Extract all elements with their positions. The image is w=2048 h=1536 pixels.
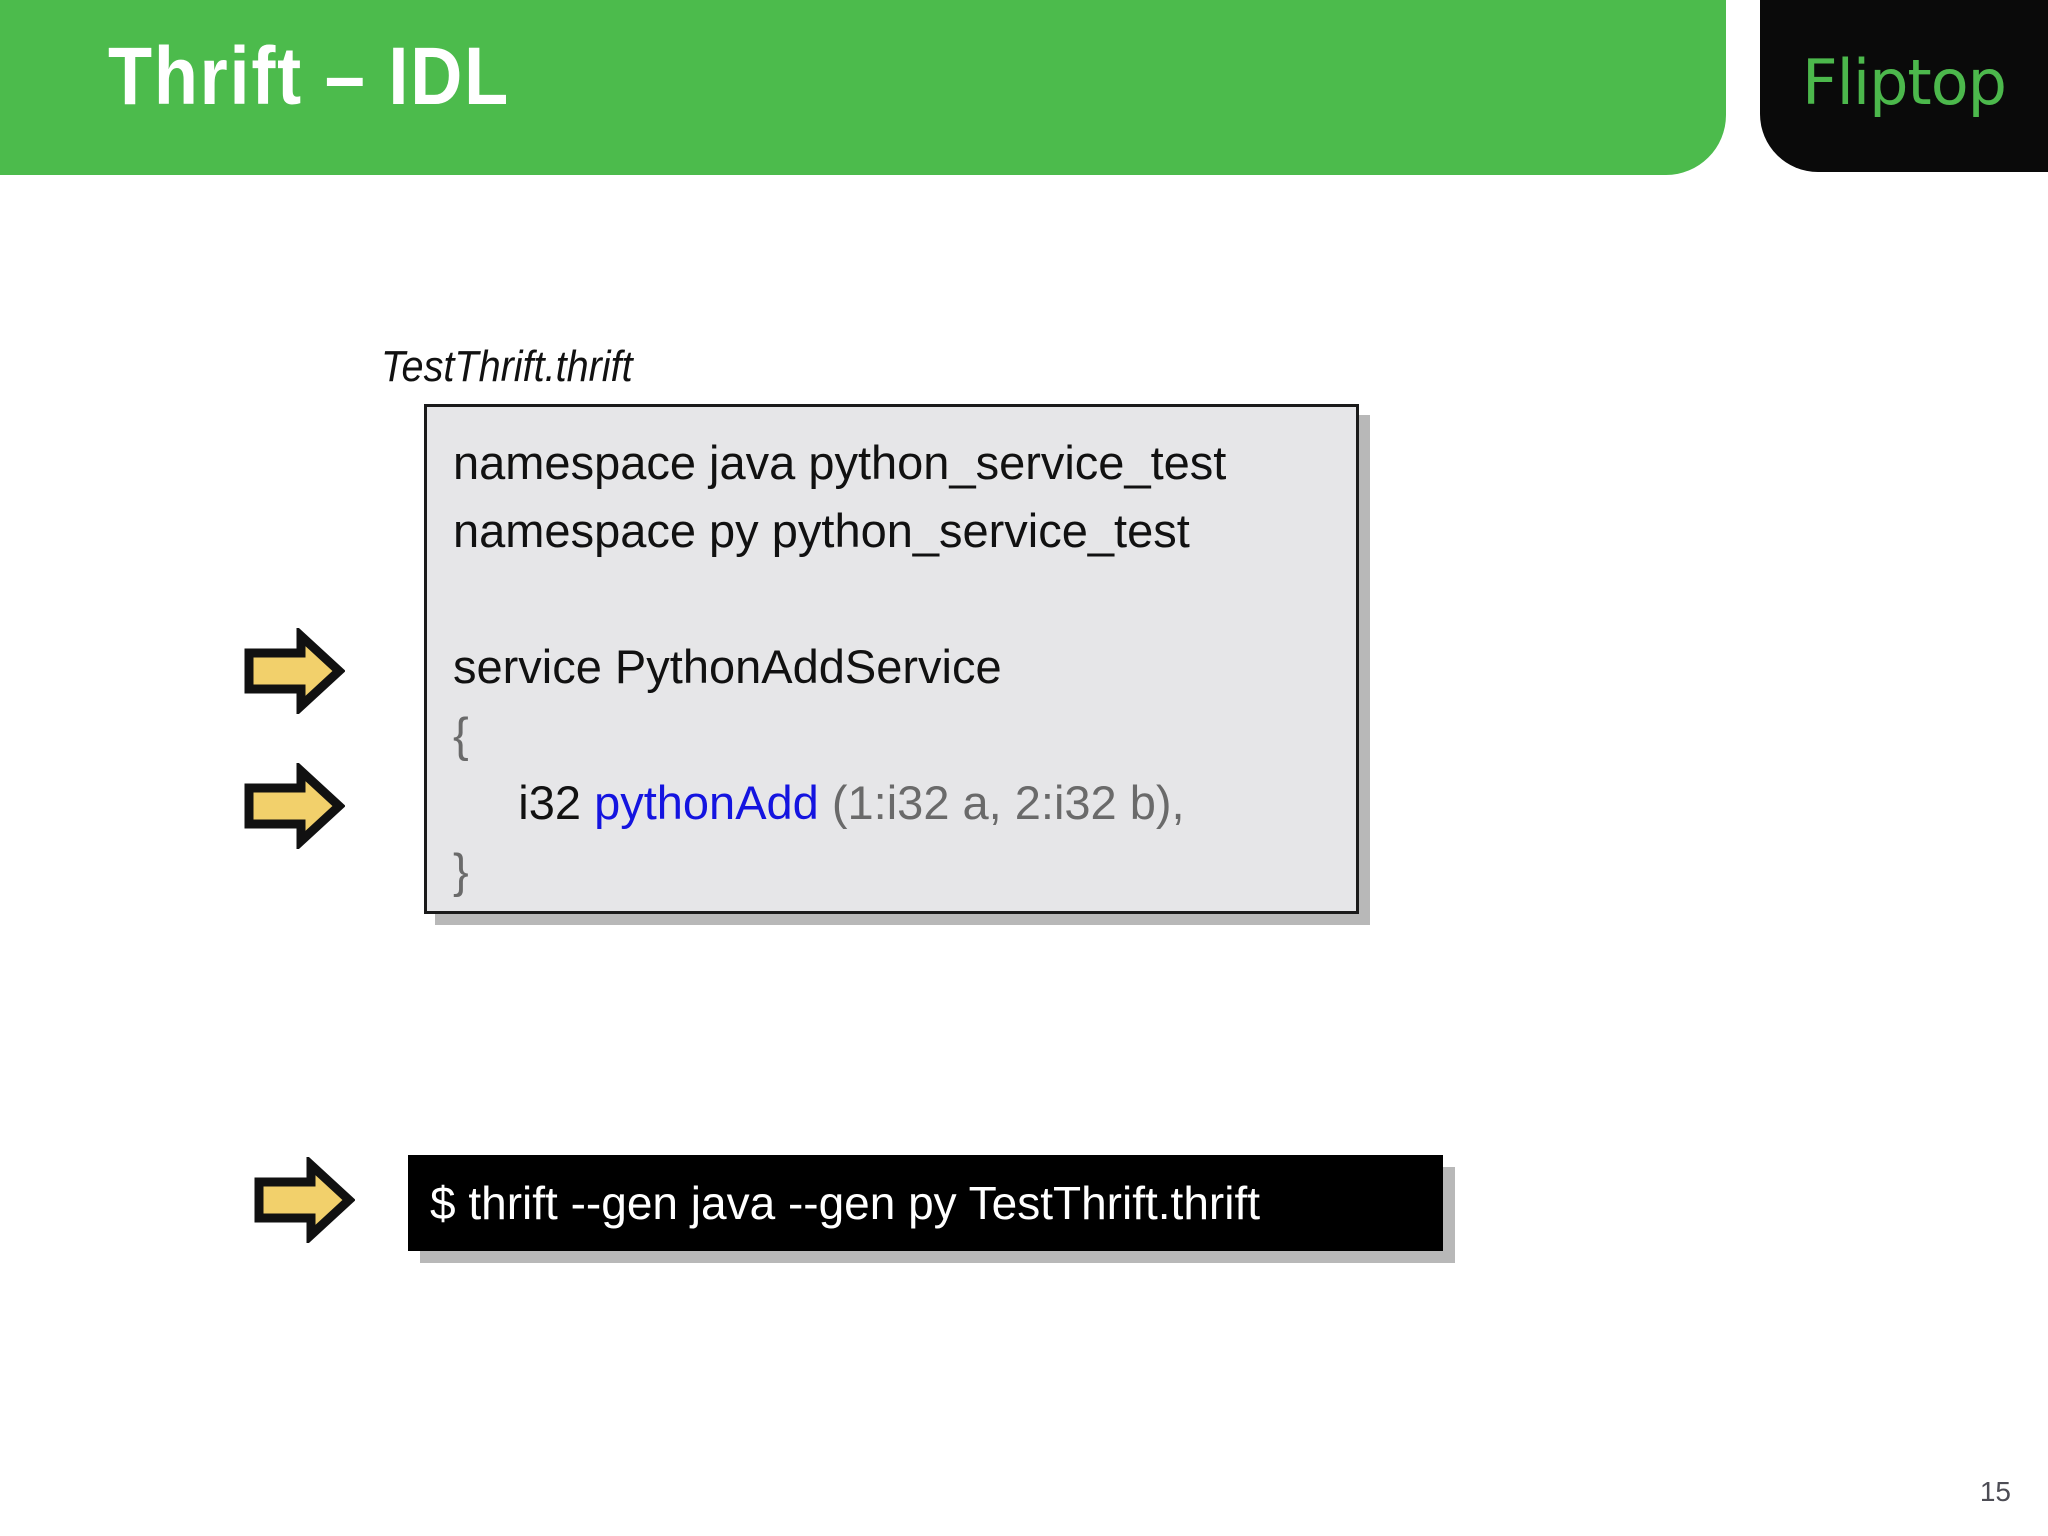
code-line-namespace-java: namespace java python_service_test [453, 429, 1356, 497]
code-token: pythonAdd [594, 776, 819, 829]
code-line-namespace-py: namespace py python_service_test [453, 497, 1356, 565]
slide-header-bar: Thrift – IDL [0, 0, 1726, 175]
code-token [453, 572, 466, 625]
page-number: 15 [1979, 1476, 2011, 1507]
code-line-blank-1 [453, 565, 1356, 633]
code-line-close-brace: } [453, 837, 1356, 905]
code-line-method-decl: i32 pythonAdd (1:i32 a, 2:i32 b), [453, 769, 1356, 837]
page-title: Thrift – IDL [108, 31, 510, 122]
code-line-open-brace: { [453, 701, 1356, 769]
arrow-right-icon [253, 1154, 356, 1246]
code-token: i32 [453, 776, 595, 829]
terminal-command-text: $ thrift --gen java --gen py TestThrift.… [430, 1177, 1261, 1229]
code-token: } [453, 844, 469, 897]
code-token: namespace py python_service_test [453, 504, 1190, 557]
terminal-block: $ thrift --gen java --gen py TestThrift.… [408, 1155, 1443, 1251]
code-line-service-decl: service PythonAddService [453, 633, 1356, 701]
arrow-right-icon [243, 625, 346, 717]
arrow-right-icon [243, 760, 346, 852]
code-token: namespace java python_service_test [453, 436, 1227, 489]
code-token: { [453, 708, 469, 761]
code-token: service PythonAddService [453, 640, 1002, 693]
code-filename-label: TestThrift.thrift [381, 342, 633, 391]
code-token: (1:i32 a, 2:i32 b), [818, 776, 1185, 829]
fliptop-logo-text: Fliptop [1801, 45, 2007, 119]
brand-logo: Fliptop [1760, 0, 2048, 172]
